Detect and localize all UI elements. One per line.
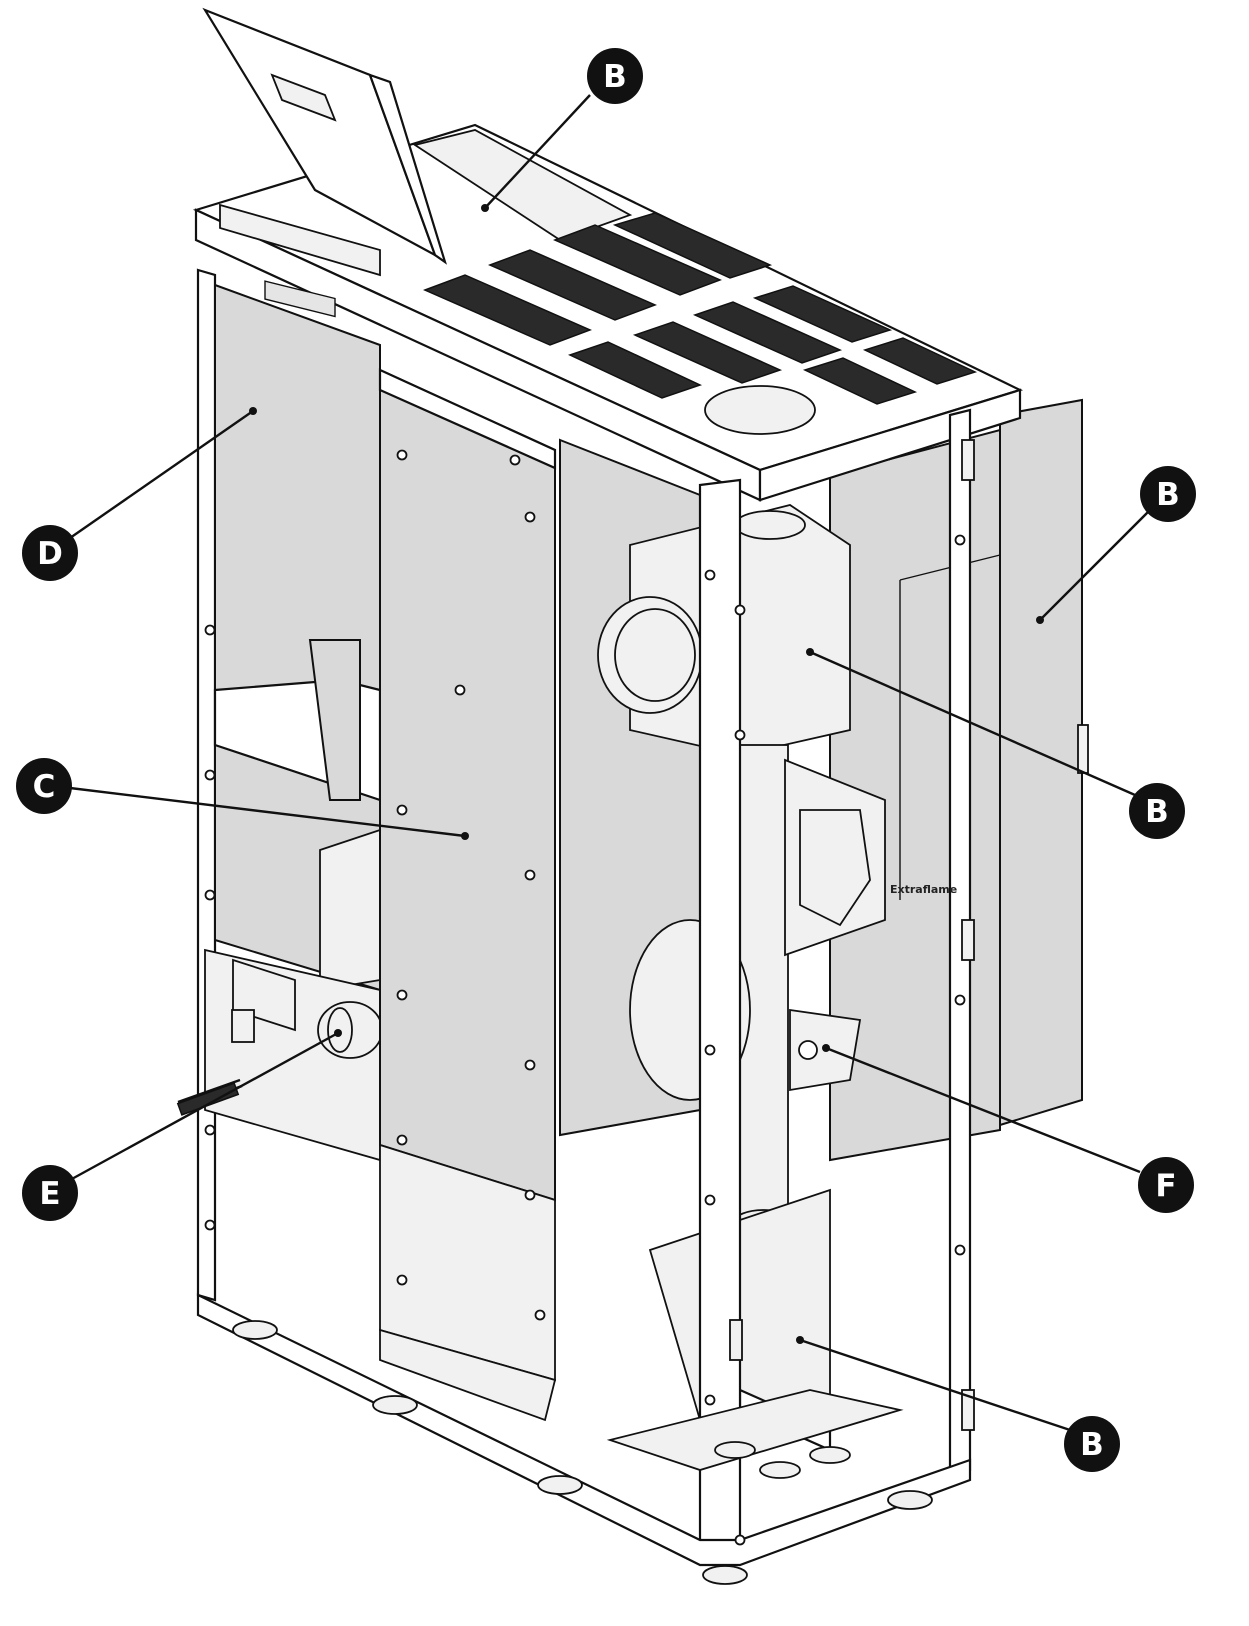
callout-b-top: B <box>587 48 643 104</box>
callout-c: C <box>16 758 72 814</box>
callout-b-bottom: B <box>1064 1416 1120 1472</box>
callout-b-right-top: B <box>1140 466 1196 522</box>
flue-hole <box>704 385 816 435</box>
central-panel <box>378 368 701 1422</box>
svg-text:B: B <box>1145 794 1169 830</box>
callouts: B B B B C <box>16 48 1196 1472</box>
control-display <box>219 203 381 277</box>
panel-bolts <box>204 449 966 1546</box>
callout-f: F <box>1138 1157 1194 1213</box>
callout-e: E <box>22 1165 78 1221</box>
callout-b-right-mid: B <box>1129 783 1185 839</box>
brand-label: Extraflame <box>890 883 957 896</box>
svg-text:D: D <box>37 536 63 572</box>
left-frame <box>176 268 383 1302</box>
svg-text:F: F <box>1155 1168 1176 1204</box>
svg-text:B: B <box>603 59 627 95</box>
ventilation-grilles <box>423 212 978 405</box>
front-frame <box>196 408 975 1585</box>
callout-d: D <box>22 525 78 581</box>
svg-text:C: C <box>33 769 56 805</box>
svg-text:E: E <box>39 1176 60 1212</box>
svg-text:B: B <box>1080 1427 1104 1463</box>
svg-text:B: B <box>1156 477 1180 513</box>
